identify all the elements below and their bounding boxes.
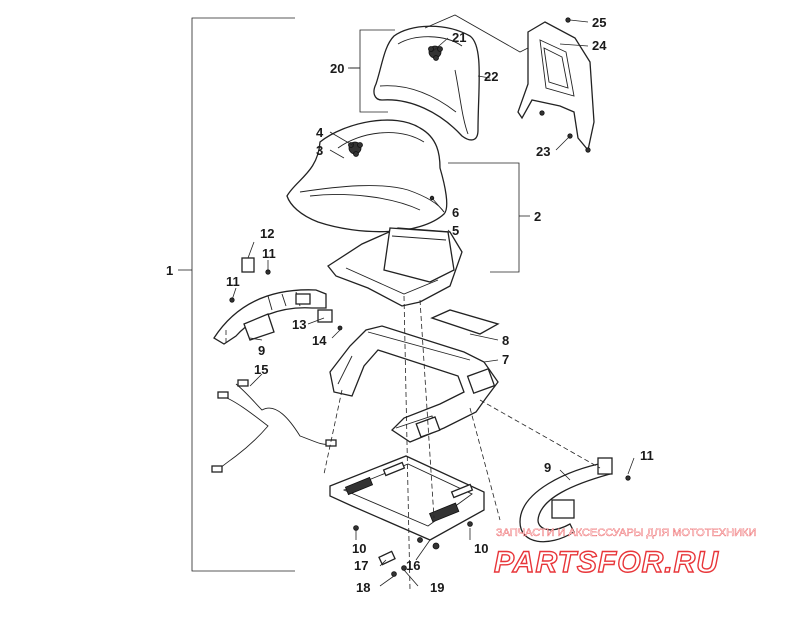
seat-frame [329, 325, 499, 443]
callout-4: 4 [316, 125, 324, 140]
callout-13: 13 [292, 317, 306, 332]
callout-15: 15 [254, 362, 268, 377]
callout-1: 1 [166, 263, 173, 278]
callout-2: 2 [534, 209, 541, 224]
callout-8: 8 [502, 333, 509, 348]
callout-11-upper: 11 [262, 246, 276, 261]
handle-left [213, 257, 343, 345]
callout-5: 5 [452, 223, 459, 238]
watermark: ЗАПЧАСТИ И АКСЕССУАРЫ ДЛЯ МОТОТЕХНИКИ PA… [493, 527, 756, 580]
callout-10-right: 10 [474, 541, 488, 556]
callout-24: 24 [592, 38, 607, 53]
backrest-knob [428, 45, 443, 61]
mounting-plate [329, 455, 485, 550]
callout-19: 19 [430, 580, 444, 595]
decal [430, 309, 500, 335]
callout-9-right: 9 [544, 460, 551, 475]
callout-labels: 1 2 3 4 5 6 7 8 9 9 10 10 11 11 11 12 13… [166, 15, 654, 595]
callout-16: 16 [406, 558, 420, 573]
backrest-pad [373, 25, 480, 141]
callout-22: 22 [484, 69, 498, 84]
callout-10-left: 10 [352, 541, 366, 556]
leader-lines [231, 19, 635, 587]
handle-right [519, 457, 631, 543]
seat-cushion [286, 119, 448, 233]
wiring-harness [211, 379, 337, 473]
callout-23: 23 [536, 144, 550, 159]
callout-3: 3 [316, 143, 323, 158]
callout-7: 7 [502, 352, 509, 367]
assembly-bracket-2 [448, 162, 530, 273]
watermark-logo: PARTSFOR.RU [494, 546, 719, 579]
alignment-lines [225, 295, 601, 591]
backrest-bracket [517, 17, 595, 153]
callout-6: 6 [452, 205, 459, 220]
assembly-bracket-1 [178, 17, 295, 572]
callout-25: 25 [592, 15, 606, 30]
watermark-tagline: ЗАПЧАСТИ И АКСЕССУАРЫ ДЛЯ МОТОТЕХНИКИ [496, 527, 756, 539]
callout-11-right: 11 [640, 448, 654, 463]
callout-17: 17 [354, 558, 368, 573]
callout-12: 12 [260, 226, 274, 241]
seat-base [327, 195, 463, 307]
callout-9-left: 9 [258, 343, 265, 358]
callout-14: 14 [312, 333, 327, 348]
latch-assembly [353, 521, 473, 577]
callout-20: 20 [330, 61, 344, 76]
callout-11-left: 11 [226, 274, 240, 289]
callout-18: 18 [356, 580, 370, 595]
callout-21: 21 [452, 30, 466, 45]
